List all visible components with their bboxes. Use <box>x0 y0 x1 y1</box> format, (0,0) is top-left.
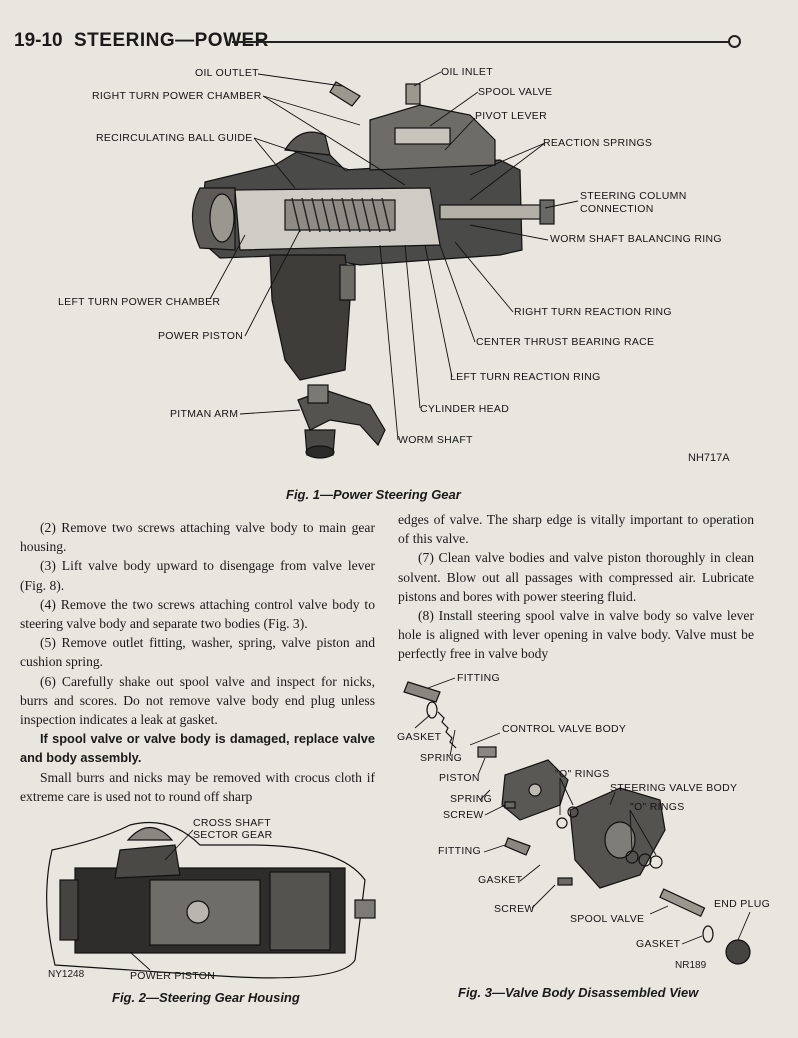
step-5: (5) Remove outlet fitting, washer, sprin… <box>20 635 375 670</box>
fig3-label-spring-1: SPRING <box>420 752 463 764</box>
fig3-label-spool-valve: SPOOL VALVE <box>570 913 645 925</box>
fig1-label-left-turn-power-chamber: LEFT TURN POWER CHAMBER <box>58 296 221 308</box>
fig3-label-steering-valve-body: STEERING VALVE BODY <box>610 782 738 794</box>
fig1-label-spool-valve: SPOOL VALVE <box>478 86 553 98</box>
page-number: 19-10 <box>14 30 63 51</box>
fig3-label-fitting-mid: FITTING <box>438 845 481 857</box>
fig1-label-cylinder-head: CYLINDER HEAD <box>420 403 510 415</box>
body-text-left-column: (2) Remove two screws attaching valve bo… <box>20 518 375 806</box>
fig3-label-piston: PISTON <box>439 772 480 784</box>
fig1-label-right-turn-power-chamber: RIGHT TURN POWER CHAMBER <box>92 90 262 102</box>
fig1-code: NH717A <box>688 452 730 464</box>
fig2-label-sector-gear: SECTOR GEAR <box>193 829 273 841</box>
fig1-label-reaction-springs: REACTION SPRINGS <box>543 137 653 149</box>
fig1-label-oil-outlet: OIL OUTLET <box>195 67 259 79</box>
fig1-caption: Fig. 1—Power Steering Gear <box>286 487 461 502</box>
fig1-label-pitman-arm: PITMAN ARM <box>170 408 239 420</box>
fig2-caption: Fig. 2—Steering Gear Housing <box>112 990 300 1005</box>
fig1-label-worm-shaft: WORM SHAFT <box>398 434 473 446</box>
step-7: (7) Clean valve bodies and valve piston … <box>398 550 754 604</box>
fig3-label-end-plug: END PLUG <box>714 898 771 910</box>
fig1-label-recirculating-ball-guide: RECIRCULATING BALL GUIDE <box>96 132 253 144</box>
warning-note: If spool valve or valve body is damaged,… <box>20 731 375 766</box>
fig1-label-steering-column-1: STEERING COLUMN <box>580 190 687 202</box>
fig1-label-power-piston: POWER PISTON <box>158 330 244 342</box>
body-text-right-column: edges of valve. The sharp edge is vitall… <box>398 510 754 664</box>
fig3-label-screw-1: SCREW <box>443 809 484 821</box>
fig2-label-power-piston: POWER PISTON <box>130 970 216 982</box>
valve-edge-note: edges of valve. The sharp edge is vitall… <box>398 512 754 547</box>
fig3-code: NR189 <box>675 960 707 971</box>
fig3-label-gasket-bottom: GASKET <box>636 938 681 950</box>
fig3-label-o-rings-2: "O" RINGS <box>630 801 685 813</box>
fig3-label-screw-2: SCREW <box>494 903 535 915</box>
step-2: (2) Remove two screws attaching valve bo… <box>20 520 375 555</box>
fig1-label-center-thrust-bearing-race: CENTER THRUST BEARING RACE <box>476 336 655 348</box>
fig2-label-cross-shaft: CROSS SHAFT <box>193 817 271 829</box>
burrs-note: Small burrs and nicks may be removed wit… <box>20 769 375 804</box>
fig2-code: NY1248 <box>48 969 85 980</box>
fig1-label-left-turn-reaction-ring: LEFT TURN REACTION RING <box>450 371 601 383</box>
fig1-label-steering-column-2: CONNECTION <box>580 203 654 215</box>
fig3-label-gasket-top: GASKET <box>397 731 442 743</box>
header-rule <box>232 41 730 43</box>
fig3-caption: Fig. 3—Valve Body Disassembled View <box>458 985 699 1000</box>
fig1-label-right-turn-reaction-ring: RIGHT TURN REACTION RING <box>514 306 672 318</box>
step-6: (6) Carefully shake out spool valve and … <box>20 673 375 728</box>
fig3-label-control-valve-body: CONTROL VALVE BODY <box>502 723 627 735</box>
header-rule-end-circle <box>728 35 741 48</box>
step-8: (8) Install steering spool valve in valv… <box>398 608 754 662</box>
fig3-label-spring-2: SPRING <box>450 793 493 805</box>
fig1-label-oil-inlet: OIL INLET <box>441 66 493 78</box>
fig1-label-pivot-lever: PIVOT LEVER <box>475 110 547 122</box>
fig1-label-worm-shaft-balancing-ring: WORM SHAFT BALANCING RING <box>550 233 722 245</box>
step-3: (3) Lift valve body upward to disengage … <box>20 558 375 593</box>
fig3-label-fitting-top: FITTING <box>457 672 500 684</box>
fig3-label-o-rings-1: "O" RINGS <box>555 768 610 780</box>
fig3-label-gasket-mid: GASKET <box>478 874 523 886</box>
step-4: (4) Remove the two screws attaching cont… <box>20 596 375 632</box>
page-title: STEERING—POWER <box>74 30 269 51</box>
